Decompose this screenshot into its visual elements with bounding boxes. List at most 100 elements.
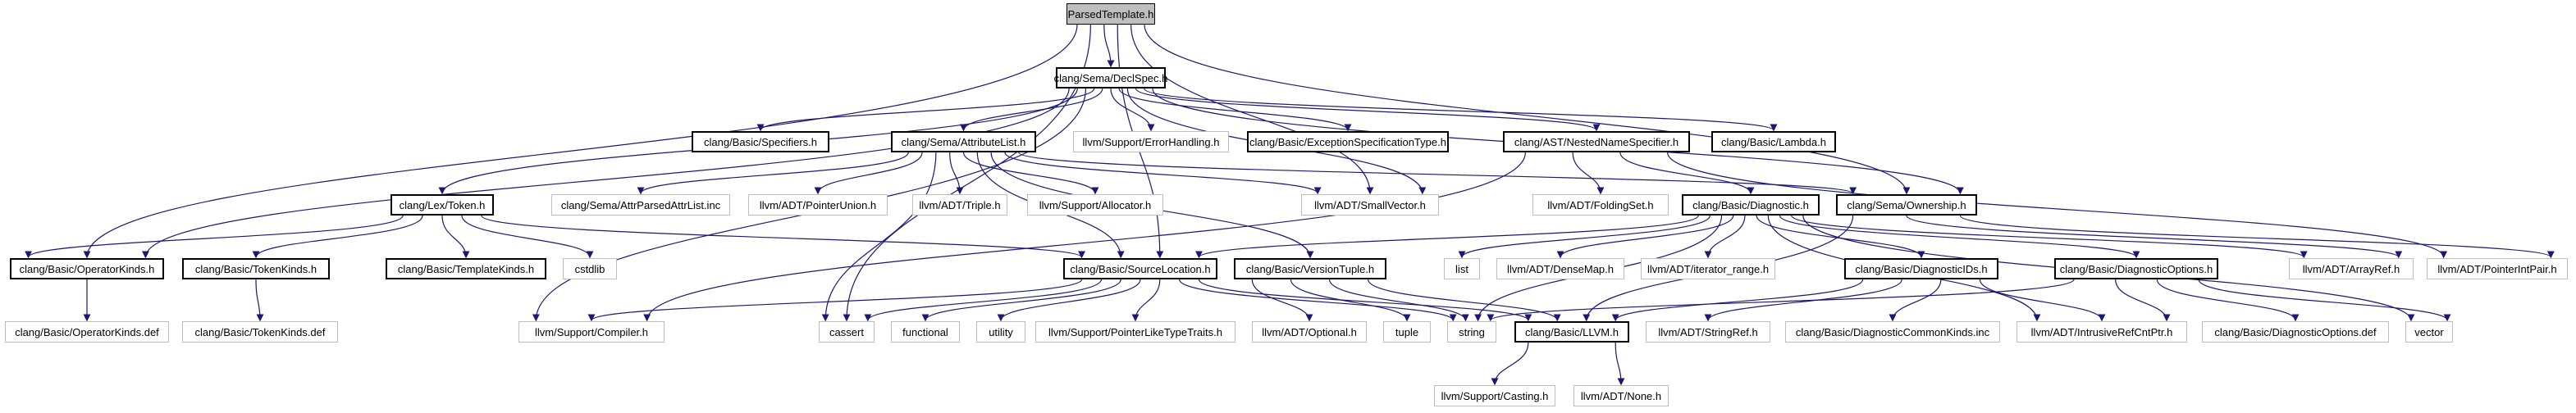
graph-node-errorhandling: llvm/Support/ErrorHandling.h xyxy=(1073,131,1229,152)
edge-versiontuple-to-optional xyxy=(1251,279,1313,322)
graph-node-iteratorrange: llvm/ADT/iterator_range.h xyxy=(1641,258,1775,279)
edge-declspec-to-errorhandling xyxy=(1110,88,1155,132)
graph-node-none: llvm/ADT/None.h xyxy=(1573,385,1669,406)
graph-node-utility: utility xyxy=(976,321,1025,343)
edge-attributelist-to-triple xyxy=(949,152,964,195)
graph-node-optional: llvm/ADT/Optional.h xyxy=(1252,321,1367,343)
graph-node-tokenkinds[interactable]: clang/Basic/TokenKinds.h xyxy=(182,258,330,279)
graph-node-pointerintpair: llvm/ADT/PointerIntPair.h xyxy=(2427,258,2568,279)
graph-node-string: string xyxy=(1447,321,1496,343)
edge-versiontuple-to-tuple xyxy=(1290,279,1411,322)
edge-declspec-to-operatorkinds xyxy=(142,88,1070,259)
edge-parsedtemplate-to-operatorkinds xyxy=(83,24,1078,259)
graph-node-ownership[interactable]: clang/Sema/Ownership.h xyxy=(1836,194,1977,216)
graph-node-versiontuple[interactable]: clang/Basic/VersionTuple.h xyxy=(1234,258,1386,279)
edge-attributelist-to-smallvector xyxy=(1004,152,1322,195)
graph-node-token[interactable]: clang/Lex/Token.h xyxy=(391,194,494,216)
graph-node-arrayref: llvm/ADT/ArrayRef.h xyxy=(2289,258,2414,279)
edge-versiontuple-to-llvm xyxy=(1368,279,1561,322)
edge-parsedtemplate-to-declspec xyxy=(1103,24,1115,68)
edge-declspec-to-estype xyxy=(1118,88,1352,132)
edge-llvm-to-casting xyxy=(1491,342,1529,386)
edge-diagnosticids-to-commonkindsinc xyxy=(1889,279,1942,322)
graph-node-sourcelocation[interactable]: clang/Basic/SourceLocation.h xyxy=(1063,258,1217,279)
graph-node-operatorkindsdef: clang/Basic/OperatorKinds.def xyxy=(5,321,169,343)
edge-attributelist-to-pointerunion xyxy=(814,152,923,195)
graph-node-commonkindsinc: clang/Basic/DiagnosticCommonKinds.inc xyxy=(1785,321,2000,343)
edge-sourcelocation-to-utility xyxy=(997,279,1141,322)
edge-nns-to-diagnostic xyxy=(1619,152,1755,195)
edge-diagnosticids-to-stringref xyxy=(1704,279,1902,322)
edge-nns-to-pointerintpair xyxy=(1667,152,2448,259)
graph-node-lambda[interactable]: clang/Basic/Lambda.h xyxy=(1711,131,1836,152)
graph-node-list: list xyxy=(1444,258,1480,279)
edge-declspec-to-lambda xyxy=(1144,88,1778,132)
edge-declspec-to-attributelist xyxy=(960,88,1103,132)
graph-node-allocator: llvm/Support/Allocator.h xyxy=(1027,194,1163,216)
graph-node-attrparsedinc: clang/Sema/AttrParsedAttrList.inc xyxy=(551,194,730,216)
graph-node-smallvector: llvm/ADT/SmallVector.h xyxy=(1301,194,1439,216)
graph-node-specifiers[interactable]: clang/Basic/Specifiers.h xyxy=(692,131,829,152)
graph-node-tokenkindsdef: clang/Basic/TokenKinds.def xyxy=(182,321,338,343)
graph-node-plt: llvm/Support/PointerLikeTypeTraits.h xyxy=(1035,321,1235,343)
graph-node-diagnostic[interactable]: clang/Basic/Diagnostic.h xyxy=(1682,194,1820,216)
graph-node-densemap: llvm/ADT/DenseMap.h xyxy=(1496,258,1624,279)
edge-nns-to-compiler xyxy=(643,152,1526,322)
edge-diagnostic-to-iteratorrange xyxy=(1704,215,1746,259)
graph-node-foldingset: llvm/ADT/FoldingSet.h xyxy=(1532,194,1669,216)
edge-declspec-to-nns xyxy=(1135,88,1601,132)
graph-node-optionsdef: clang/Basic/DiagnosticOptions.def xyxy=(2202,321,2389,343)
edge-token-to-templatekinds xyxy=(441,215,470,259)
edge-diagnosticoptions-to-string xyxy=(1487,279,2075,322)
edge-diagnosticoptions-to-optionsdef xyxy=(2156,279,2300,322)
edge-parsedtemplate-to-cassert xyxy=(843,24,1091,322)
edge-tokenkinds-to-tokenkindsdef xyxy=(255,279,264,322)
edge-diagnostic-to-sourcelocation xyxy=(1195,215,1699,259)
edge-diagnostic-to-diagnosticoptions xyxy=(1779,215,2140,259)
graph-node-casting: llvm/Support/Casting.h xyxy=(1434,385,1555,406)
edge-attributelist-to-attrparsedinc xyxy=(637,152,909,195)
edge-ownership-to-pointerintpair xyxy=(1959,215,2555,259)
graph-node-estype[interactable]: clang/Basic/ExceptionSpecificationType.h xyxy=(1247,131,1449,152)
edge-sourcelocation-to-compiler xyxy=(587,279,1083,322)
graph-node-diagnosticids[interactable]: clang/Basic/DiagnosticIDs.h xyxy=(1844,258,1998,279)
edge-sourcelocation-to-plt xyxy=(1131,279,1161,322)
graph-node-diagnosticoptions[interactable]: clang/Basic/DiagnosticOptions.h xyxy=(2054,258,2218,279)
graph-node-triple: llvm/ADT/Triple.h xyxy=(912,194,1007,216)
edge-ownership-to-arrayref xyxy=(1906,215,2403,259)
graph-node-llvm[interactable]: clang/Basic/LLVM.h xyxy=(1514,321,1629,343)
graph-node-tuple: tuple xyxy=(1383,321,1431,343)
edge-token-to-tokenkinds xyxy=(252,215,423,259)
edge-attributelist-to-allocator xyxy=(962,152,1099,195)
graph-node-functional: functional xyxy=(891,321,960,343)
edge-sourcelocation-to-llvm xyxy=(1198,279,1532,322)
graph-node-compiler: llvm/Support/Compiler.h xyxy=(518,321,665,343)
edge-llvm-to-none xyxy=(1615,342,1625,386)
graph-node-templatekinds[interactable]: clang/Basic/TemplateKinds.h xyxy=(386,258,546,279)
edge-diagnosticoptions-to-vector xyxy=(2198,279,2451,322)
graph-node-attributelist[interactable]: clang/Sema/AttributeList.h xyxy=(891,131,1036,152)
edge-sourcelocation-to-string xyxy=(1179,279,1457,322)
edge-diagnosticids-to-intrusiverefcnt xyxy=(1979,279,2106,322)
graph-node-pointerunion: llvm/ADT/PointerUnion.h xyxy=(748,194,888,216)
graph-node-nns[interactable]: clang/AST/NestedNameSpecifier.h xyxy=(1503,131,1690,152)
graph-node-intrusiverefcnt: llvm/ADT/IntrusiveRefCntPtr.h xyxy=(2016,321,2187,343)
edge-parsedtemplate-to-ownership xyxy=(1144,24,1911,195)
graph-node-parsedtemplate: ParsedTemplate.h xyxy=(1066,3,1155,25)
graph-node-operatorkinds[interactable]: clang/Basic/OperatorKinds.h xyxy=(10,258,164,279)
edge-diagnostic-to-arrayref xyxy=(1791,215,2308,259)
edge-parsedtemplate-to-smallvector xyxy=(1130,24,1374,195)
edge-attributelist-to-cassert xyxy=(821,152,937,322)
edge-sourcelocation-to-functional xyxy=(921,279,1121,322)
graph-node-stringref: llvm/ADT/StringRef.h xyxy=(1646,321,1770,343)
graph-node-cstdlib: cstdlib xyxy=(563,258,617,279)
edge-token-to-operatorkinds xyxy=(25,215,404,259)
graph-node-vector: vector xyxy=(2405,321,2453,343)
edge-diagnostic-to-list xyxy=(1458,215,1710,259)
edge-diagnostic-to-densemap xyxy=(1556,215,1734,259)
edge-attributelist-to-ownership xyxy=(1018,152,1857,195)
edge-versiontuple-to-string xyxy=(1328,279,1469,322)
graph-node-declspec[interactable]: clang/Sema/DeclSpec.h xyxy=(1054,67,1167,88)
edge-token-to-cstdlib xyxy=(461,215,594,259)
